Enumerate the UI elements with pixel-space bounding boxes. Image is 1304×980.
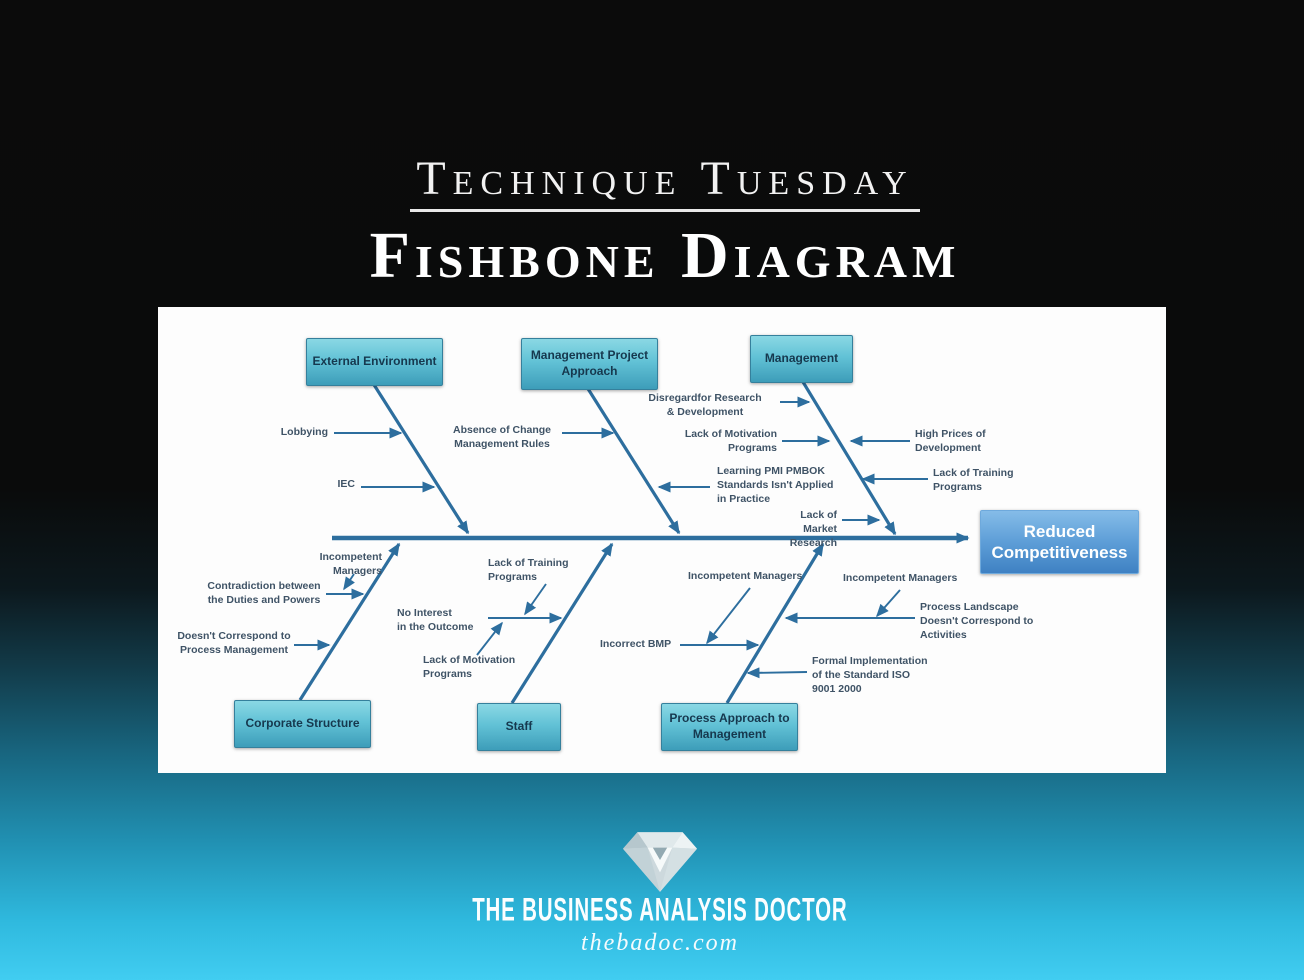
diamond-logo-icon [623, 832, 697, 892]
cause-arrow-lack-training-bottom [524, 583, 547, 616]
category-box-corporate-structure: Corporate Structure [234, 700, 371, 748]
cause-label-incompetent-managers-2: Incompetent Managers [688, 570, 803, 582]
cause-label-doesnt-correspond: Doesn't Correspond to Process Management [177, 630, 291, 656]
page-title: Fishbone Diagram [369, 219, 961, 293]
category-box-staff: Staff [477, 703, 561, 751]
category-box-external-environment: External Environment [306, 338, 443, 386]
cause-label-lack-market-research: Lack of Market Research [789, 509, 837, 549]
cause-label-no-interest: No Interest in the Outcome [397, 607, 474, 633]
cause-arrow-incompetent-managers-1 [343, 573, 355, 591]
cause-arrow-incompetent-managers-2 [706, 587, 751, 645]
category-box-process-approach: Process Approach to Management [661, 703, 798, 751]
cause-label-disregard-research: Disregardfor Research & Development [648, 392, 762, 418]
branch-corporate-structure [298, 542, 401, 701]
branch-external-environment [369, 379, 470, 535]
cause-label-lack-motivation-bottom: Lack of Motivation Programs [423, 654, 516, 680]
cause-label-contradiction-duties: Contradiction between the Duties and Pow… [207, 580, 321, 606]
cause-arrow-formal-iso [746, 667, 808, 679]
category-box-management: Management [750, 335, 853, 383]
effect-box-reduced-competitiveness: Reduced Competitiveness [980, 510, 1139, 574]
branch-management-project-approach [583, 383, 681, 535]
category-label: Staff [505, 719, 533, 734]
cause-label-incompetent-managers-3: Incompetent Managers [843, 572, 958, 584]
cause-label-incorrect-bmp: Incorrect BMP [600, 638, 672, 650]
cause-label-absence-change: Absence of Change Management Rules [452, 424, 552, 450]
cause-label-lack-training-top: Lack of Training Programs [933, 467, 1014, 493]
category-label: Corporate Structure [245, 716, 360, 731]
branch-process-approach [725, 542, 825, 704]
cause-label-process-landscape: Process Landscape Doesn't Correspond to … [920, 601, 1034, 641]
cause-label-iec: IEC [337, 478, 355, 490]
cause-arrow-incompetent-managers-3 [876, 589, 901, 618]
category-label: Process Approach to Management [669, 711, 790, 741]
cause-label-learning-pmbok: Learning PMI PMBOK Standards Isn't Appli… [717, 465, 834, 505]
branch-management [798, 376, 897, 536]
cause-label-formal-iso: Formal Implementation of the Standard IS… [812, 655, 928, 695]
effect-label: Reduced Competitiveness [991, 521, 1128, 562]
footer-logo-block: The Business Analysis Doctor thebadoc.co… [8, 826, 1304, 957]
cause-label-high-prices: High Prices of Development [915, 428, 986, 454]
title-block: Technique Tuesday Fishbone Diagram [13, 0, 1304, 291]
brand-name: The Business Analysis Doctor [472, 891, 848, 929]
branch-staff [510, 542, 614, 704]
brand-website: thebadoc.com [581, 930, 739, 956]
cause-label-lobbying: Lobbying [280, 426, 328, 438]
fishbone-diagram-panel: External Environment Management Project … [158, 307, 1166, 773]
category-label: External Environment [312, 354, 437, 369]
cause-label-lack-training-bottom: Lack of Training Programs [488, 557, 569, 583]
title-kicker: Technique Tuesday [410, 153, 920, 213]
cause-label-incompetent-managers-1: Incompetent Managers [319, 551, 382, 577]
fishbone-bones [294, 376, 970, 704]
category-box-management-project-approach: Management Project Approach [521, 338, 658, 390]
cause-arrow-lack-motivation-bottom [476, 621, 503, 656]
cause-label-lack-motivation-top: Lack of Motivation Programs [684, 428, 777, 454]
category-label: Management Project Approach [530, 348, 649, 378]
category-label: Management [764, 351, 839, 366]
